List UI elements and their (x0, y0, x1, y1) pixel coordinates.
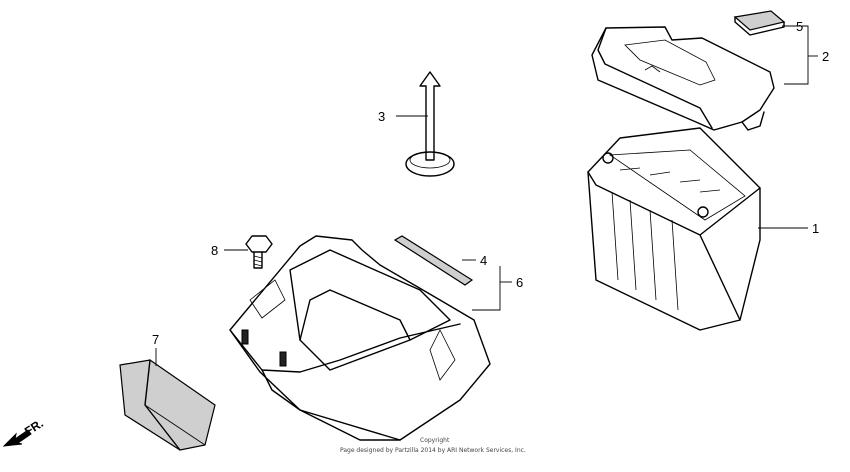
part-7-rubber-sheet[interactable] (119, 359, 216, 451)
copyright-line-2: Page designed by Partzilla 2014 by ARI N… (340, 447, 526, 454)
part-5-pad[interactable] (733, 10, 786, 36)
part-6-battery-box[interactable] (229, 235, 491, 441)
callout-6: 6 (516, 275, 523, 290)
callout-4: 4 (480, 253, 487, 268)
part-8-bolt[interactable] (245, 235, 273, 269)
arrow-icon (2, 429, 32, 447)
front-direction-arrow: FR. (2, 416, 46, 447)
leader-lines (155, 25, 818, 366)
callout-5: 5 (796, 19, 803, 34)
copyright-line-1: Copyright (420, 437, 450, 444)
part-3-holder-pin[interactable] (405, 71, 455, 177)
part-2-battery-cover[interactable] (591, 26, 775, 131)
part-1-battery[interactable] (587, 127, 761, 331)
callout-1: 1 (812, 221, 819, 236)
callout-3: 3 (378, 109, 385, 124)
callout-8: 8 (211, 243, 218, 258)
part-4-strip[interactable] (393, 235, 474, 286)
callout-2: 2 (822, 49, 829, 64)
callout-7: 7 (152, 332, 159, 347)
